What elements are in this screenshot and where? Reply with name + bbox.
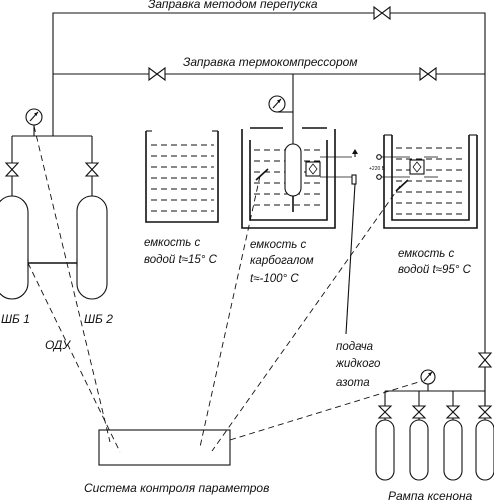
ramp-pressure-gauge-icon [420, 369, 436, 385]
pressure-gauge-icon [25, 108, 43, 136]
cylinder-2-valve-icon[interactable] [84, 162, 100, 177]
thermo-fill-label: Заправка термокомпрессором [183, 55, 358, 69]
cold-water-tank-label-line2: водой t≈15° С [144, 254, 218, 266]
carbogal-tank-label-line2: карбогалом [250, 255, 314, 267]
ramp-cylinder-valves[interactable] [377, 405, 493, 419]
carbogal-outlet-icon [351, 149, 358, 185]
cylinder-1 [0, 195, 29, 300]
ln2-label-line1: подача [336, 341, 373, 353]
thermo-valve-left-icon[interactable] [148, 66, 166, 82]
carbogal-tank [241, 127, 336, 229]
thermo-valve-right-icon[interactable] [419, 66, 437, 82]
cold-water-tank [145, 130, 219, 223]
ramp-valve-icon[interactable] [477, 352, 493, 368]
cylinder-link [27, 259, 78, 267]
hot-water-tank-label-line2: водой t≈95° С [398, 264, 472, 276]
bypass-fill-label: Заправка методом перепуска [148, 0, 318, 11]
heater-voltage-label: +220 В [369, 166, 386, 172]
cylinder-1-valve-icon[interactable] [4, 162, 20, 177]
carbogal-tank-label-line1: емкость с [250, 239, 307, 251]
cylinder-manifold [11, 135, 93, 196]
ln2-leader-line [345, 183, 356, 335]
heater-terminals-icon [376, 154, 410, 180]
bypass-valve-icon[interactable] [373, 5, 391, 21]
hot-coil-icon [409, 156, 438, 178]
ln2-label-line3: азота [336, 377, 370, 389]
control-system-box [98, 429, 231, 466]
thermo-pressure-gauge-icon [268, 95, 293, 113]
ln2-label-line2: жидкого [335, 358, 381, 370]
carbogal-coil-icon [305, 156, 355, 178]
carbogal-thermometer-icon [255, 168, 269, 181]
hot-water-tank-label-line1: емкость с [398, 248, 455, 260]
thermo-fill-line [53, 73, 485, 129]
control-system-label: Система контроля параметров [84, 481, 269, 495]
hot-water-tank [383, 134, 478, 229]
cold-water-tank-label-line1: емкость с [144, 237, 201, 249]
cylinder-1-label: ШБ 1 [1, 312, 30, 326]
signal-lines [27, 125, 423, 453]
cylinder-2-label: ШБ 2 [84, 312, 113, 326]
cylinder-2 [76, 195, 108, 300]
xenon-cylinders [375, 419, 494, 481]
odu-label: ОДУ [45, 338, 71, 352]
xenon-ramp-label: Рампа ксенона [388, 489, 473, 503]
carbogal-tank-label-line3: t≈-100° С [250, 273, 299, 285]
